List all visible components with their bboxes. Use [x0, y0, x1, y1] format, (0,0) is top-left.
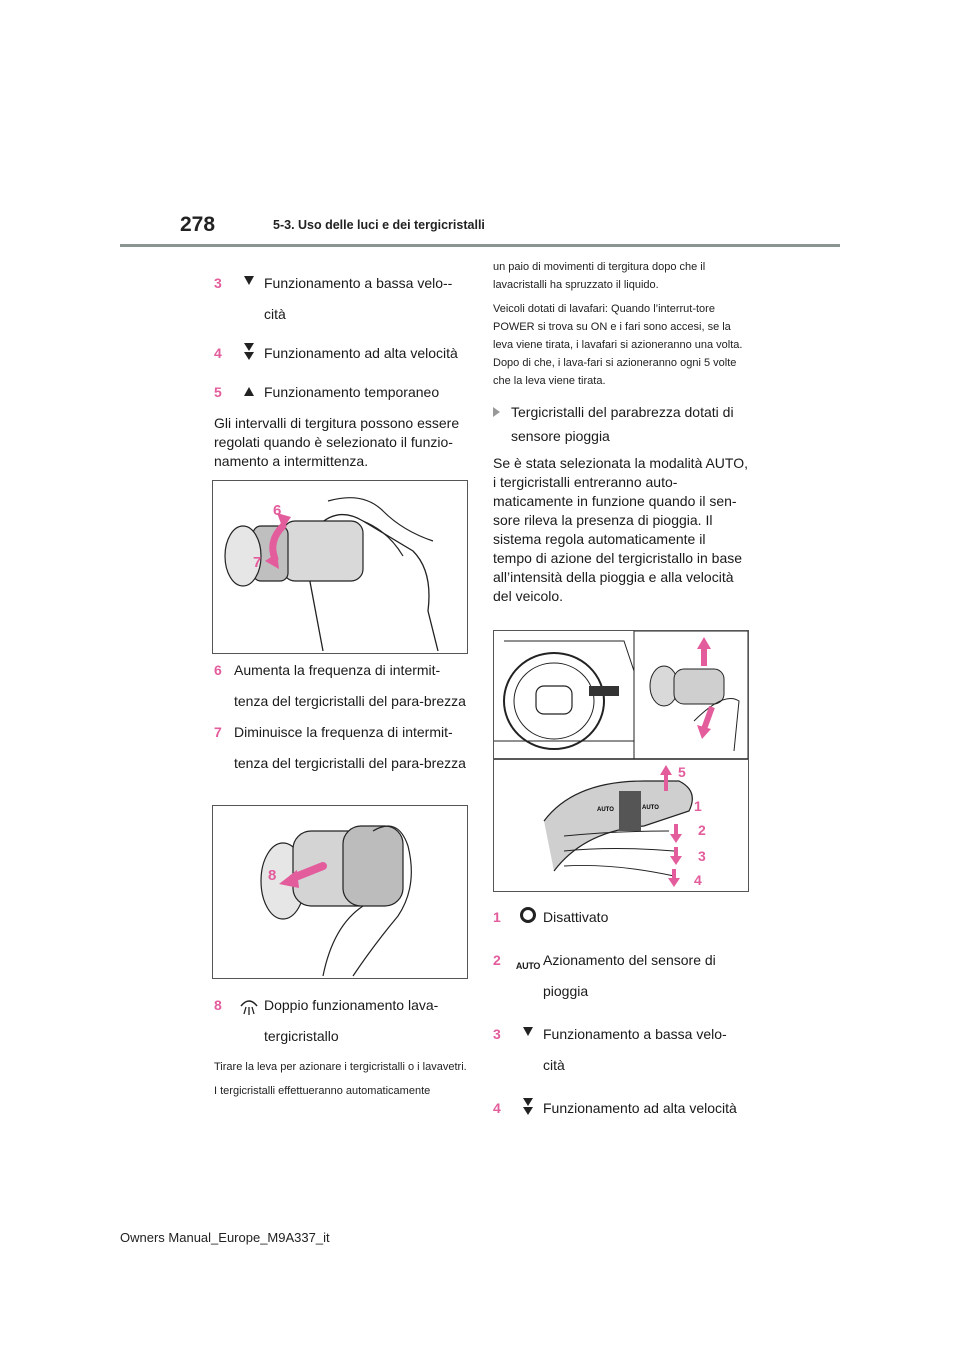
lever-illustration-8: 8: [212, 805, 468, 979]
list-item: 7 Diminuisce la frequenza di intermit-te…: [214, 717, 469, 779]
item-text: Funzionamento a bassa velo-cità: [543, 1026, 727, 1073]
item-text: Funzionamento ad alta velocità: [543, 1100, 737, 1116]
low-speed-icon: [234, 268, 264, 285]
dashboard-lever-drawing: AUTO AUTO 5 1 2 3 4: [494, 630, 749, 888]
list-item: 6 Aumenta la frequenza di intermit-tenza…: [214, 655, 469, 717]
auto-icon: AUTO: [513, 945, 543, 982]
subheading-bullet: Tergicristalli del parabrezza dotati di …: [493, 400, 748, 448]
figure-label: 5: [678, 764, 686, 780]
item-text: Funzionamento a bassa velo-­cità: [264, 275, 453, 322]
high-speed-icon: [234, 338, 264, 360]
auto-label: AUTO: [597, 807, 614, 813]
auto-label: AUTO: [642, 805, 659, 811]
right-column-bottom: 1 Disattivato 2 AUTO Azionamento del sen…: [493, 902, 748, 1124]
figure-label: 1: [694, 798, 702, 814]
rain-sensor-lever-illustration: AUTO AUTO 5 1 2 3 4: [493, 630, 749, 892]
page-number: 278: [180, 213, 216, 236]
figure-label: 6: [273, 502, 281, 519]
list-item: 5 Funzionamento temporaneo: [214, 377, 469, 408]
paragraph: Gli intervalli di tergitura possono esse…: [214, 415, 460, 469]
figure-label: 4: [694, 872, 702, 888]
note-text: Tirare la leva per azionare i tergicrist…: [214, 1061, 467, 1073]
figure-label: 2: [698, 822, 706, 838]
paragraph: Se è stata selezionata la modalità AUTO,…: [493, 455, 748, 604]
subheading-text: Tergicristalli del parabrezza dotati di …: [511, 404, 734, 444]
left-column-mid: 6 Aumenta la frequenza di intermit-tenza…: [214, 655, 469, 779]
lever-pull-drawing: 8: [260, 825, 412, 977]
figure-label: 8: [268, 867, 276, 884]
temporary-icon: [234, 377, 264, 396]
footer-text: Owners Manual_Europe_M9A337_it: [120, 1230, 330, 1245]
item-text: Disattivato: [543, 909, 609, 925]
list-item: 8 Doppio funzionamento lava-tergicristal…: [214, 990, 469, 1052]
washer-glyph: [240, 1000, 258, 1015]
off-icon: [513, 902, 543, 923]
item-number: 5: [214, 384, 222, 400]
item-text: Funzionamento temporaneo: [264, 384, 440, 400]
page-header: [120, 0, 840, 248]
list-item: 4 Funzionamento ad alta velocità: [493, 1093, 748, 1124]
note-text: un paio di movimenti di tergitura dopo c…: [493, 261, 706, 291]
item-text: Diminuisce la frequenza di intermit-tenz…: [234, 724, 466, 771]
item-number: 2: [493, 952, 501, 968]
item-text: Aumenta la frequenza di intermit-tenza d…: [234, 662, 466, 709]
list-item: 3 Funzionamento a bassa velo-­cità: [214, 268, 469, 330]
list-item: 4 Funzionamento ad alta velocità: [214, 338, 469, 369]
lever-illustration-6-7: 6 7: [212, 480, 468, 654]
low-speed-icon: [513, 1019, 543, 1036]
high-speed-icon: [513, 1093, 543, 1115]
list-item: 1 Disattivato: [493, 902, 748, 933]
item-text: Doppio funzionamento lava-tergicristallo: [264, 997, 439, 1044]
note-text: Veicoli dotati di lavafari: Quando l’int…: [493, 303, 743, 387]
left-column: 3 Funzionamento a bassa velo-­cità 4 Fun…: [214, 268, 469, 483]
washer-icon: [234, 990, 264, 1016]
lever-hand-drawing: 6 7: [224, 497, 439, 652]
item-number: 3: [214, 275, 222, 291]
header-divider: [120, 244, 840, 247]
left-column-bottom: 8 Doppio funzionamento lava-tergicristal…: [214, 990, 469, 1106]
item-text: Azionamento del sensore di pioggia: [543, 952, 716, 999]
list-item: 2 AUTO Azionamento del sensore di pioggi…: [493, 945, 748, 1007]
item-number: 7: [214, 724, 222, 740]
item-number: 1: [493, 909, 501, 925]
right-column: un paio di movimenti di tergitura dopo c…: [493, 258, 748, 618]
item-number: 4: [493, 1100, 501, 1116]
list-item: 3 Funzionamento a bassa velo-cità: [493, 1019, 748, 1081]
auto-icon-text: AUTO: [515, 961, 541, 971]
arrow-bullet-icon: [493, 400, 511, 448]
item-number: 8: [214, 997, 222, 1013]
figure-label: 3: [698, 848, 706, 864]
figure-label: 7: [253, 554, 261, 571]
item-number: 3: [493, 1026, 501, 1042]
item-number: 6: [214, 662, 222, 678]
note-text: I tergicristalli effettueranno automatic…: [214, 1085, 431, 1097]
section-title: 5-3. Uso delle luci e dei tergicristalli: [273, 218, 485, 232]
item-number: 4: [214, 345, 222, 361]
item-text: Funzionamento ad alta velocità: [264, 345, 458, 361]
